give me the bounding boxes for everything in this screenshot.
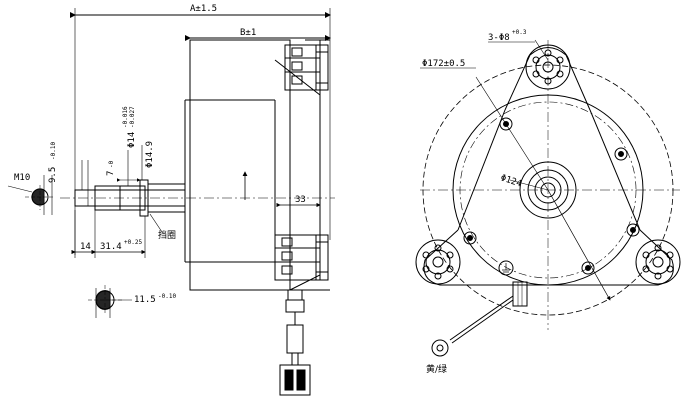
ground-icon [498, 260, 514, 276]
dim-phi14-tol-up: -0.016 [122, 106, 129, 128]
hole-tol: +0.3 [512, 29, 527, 36]
mount-hole-left [415, 239, 461, 285]
dim-14-label: 14 [80, 242, 91, 252]
dim-7-label: 7 [106, 171, 116, 176]
shaft-section-11-5 [88, 285, 122, 318]
dim-11-tol: -0.10 [158, 293, 176, 300]
dim-phi14-tol-dn: -0.027 [129, 106, 136, 128]
dim-11-label: 11.5 [134, 295, 156, 305]
hole-label: 3-Φ8 [488, 33, 510, 43]
side-view [7, 8, 335, 396]
front-view [415, 39, 681, 357]
thread-label: M10 [14, 173, 30, 183]
motor-body [189, 39, 291, 291]
retaining-ring-label: 挡圈 [158, 229, 176, 241]
dia-124-label: Φ124 [499, 173, 523, 189]
shaft-section-m10 [7, 175, 55, 215]
dim-31-tol: +0.25 [124, 239, 142, 246]
dia-172-label: Φ172±0.5 [422, 59, 465, 69]
dim-7-tol: -0 [108, 160, 115, 168]
dim-9-tol: -0.10 [50, 142, 57, 160]
body-screws [463, 117, 640, 275]
dim-33-label: 33 [295, 195, 306, 205]
dim-overall-label: A±1.5 [190, 4, 217, 14]
shaft [74, 179, 186, 217]
dim-31-label: 31.4 [100, 242, 122, 252]
bottom-mount-boss [274, 234, 329, 281]
wire-label: 黄/绿 [426, 363, 447, 375]
top-mount-boss [284, 44, 329, 91]
mount-hole-right [635, 239, 681, 285]
dim-9-label: 9.5 [48, 167, 58, 183]
mount-hole-top [525, 44, 571, 90]
wire-harness [279, 289, 311, 396]
bracket-left [423, 229, 500, 286]
dim-phi14-9-label: Φ14.9 [145, 141, 155, 168]
cable-exit [431, 281, 528, 357]
dim-body-label: B±1 [240, 28, 256, 38]
dim-phi14-label: Φ14 [127, 132, 137, 148]
bracket-right [595, 229, 674, 286]
